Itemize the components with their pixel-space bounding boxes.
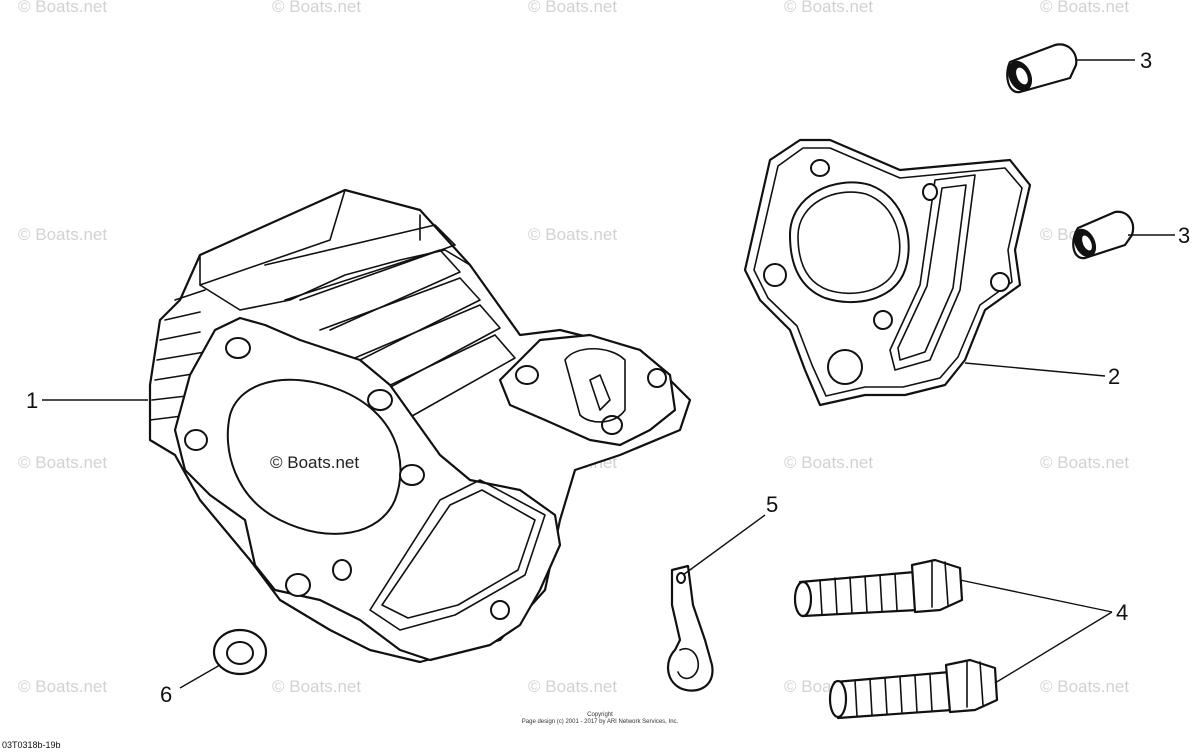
callout-4: 4 <box>1116 600 1128 625</box>
watermark: © Boats.net <box>784 453 873 472</box>
watermark: © Boats.net <box>528 225 617 244</box>
clamp-part[interactable] <box>667 564 714 692</box>
watermark: © Boats.net <box>18 225 107 244</box>
watermark: © Boats.net <box>1040 453 1129 472</box>
dowel-pin-part[interactable] <box>1003 43 1078 95</box>
washer-part[interactable] <box>212 628 268 676</box>
watermark: © Boats.net <box>784 0 873 16</box>
watermark: © Boats.net <box>272 677 361 696</box>
watermark: © Boats.net <box>272 0 361 16</box>
cylinder-gasket-part[interactable] <box>743 138 1032 407</box>
watermark: © Boats.net <box>528 677 617 696</box>
diagram-id: 03T0318b-19b <box>2 740 61 750</box>
cylinder-part[interactable]: © Boats.net <box>148 188 692 664</box>
callout-3: 3 <box>1140 48 1152 73</box>
callouts: 1 2 3 3 4 5 6 <box>26 48 1190 707</box>
copyright-text: Page design (c) 2001 - 2017 by ARI Netwo… <box>521 719 679 725</box>
watermark: © Boats.net <box>18 453 107 472</box>
flange-bolt-part[interactable] <box>793 558 964 618</box>
watermark: © Boats.net <box>1040 0 1129 16</box>
callout-6: 6 <box>160 682 172 707</box>
callout-3: 3 <box>1178 223 1190 248</box>
watermark: © Boats.net <box>528 0 617 16</box>
watermark: © Boats.net <box>18 0 107 16</box>
callout-5: 5 <box>766 492 778 517</box>
copyright-notice: Copyright Page design (c) 2001 - 2017 by… <box>470 712 730 726</box>
callout-1: 1 <box>26 388 38 413</box>
inner-watermark: © Boats.net <box>270 453 359 472</box>
watermark: © Boats.net <box>1040 677 1129 696</box>
watermark: © Boats.net <box>18 677 107 696</box>
copyright-title: Copyright <box>587 712 613 718</box>
callout-2: 2 <box>1108 364 1120 389</box>
leader-lines <box>42 59 1175 689</box>
flange-bolt-part[interactable] <box>828 658 999 720</box>
dowel-pin-part[interactable] <box>1070 210 1135 261</box>
